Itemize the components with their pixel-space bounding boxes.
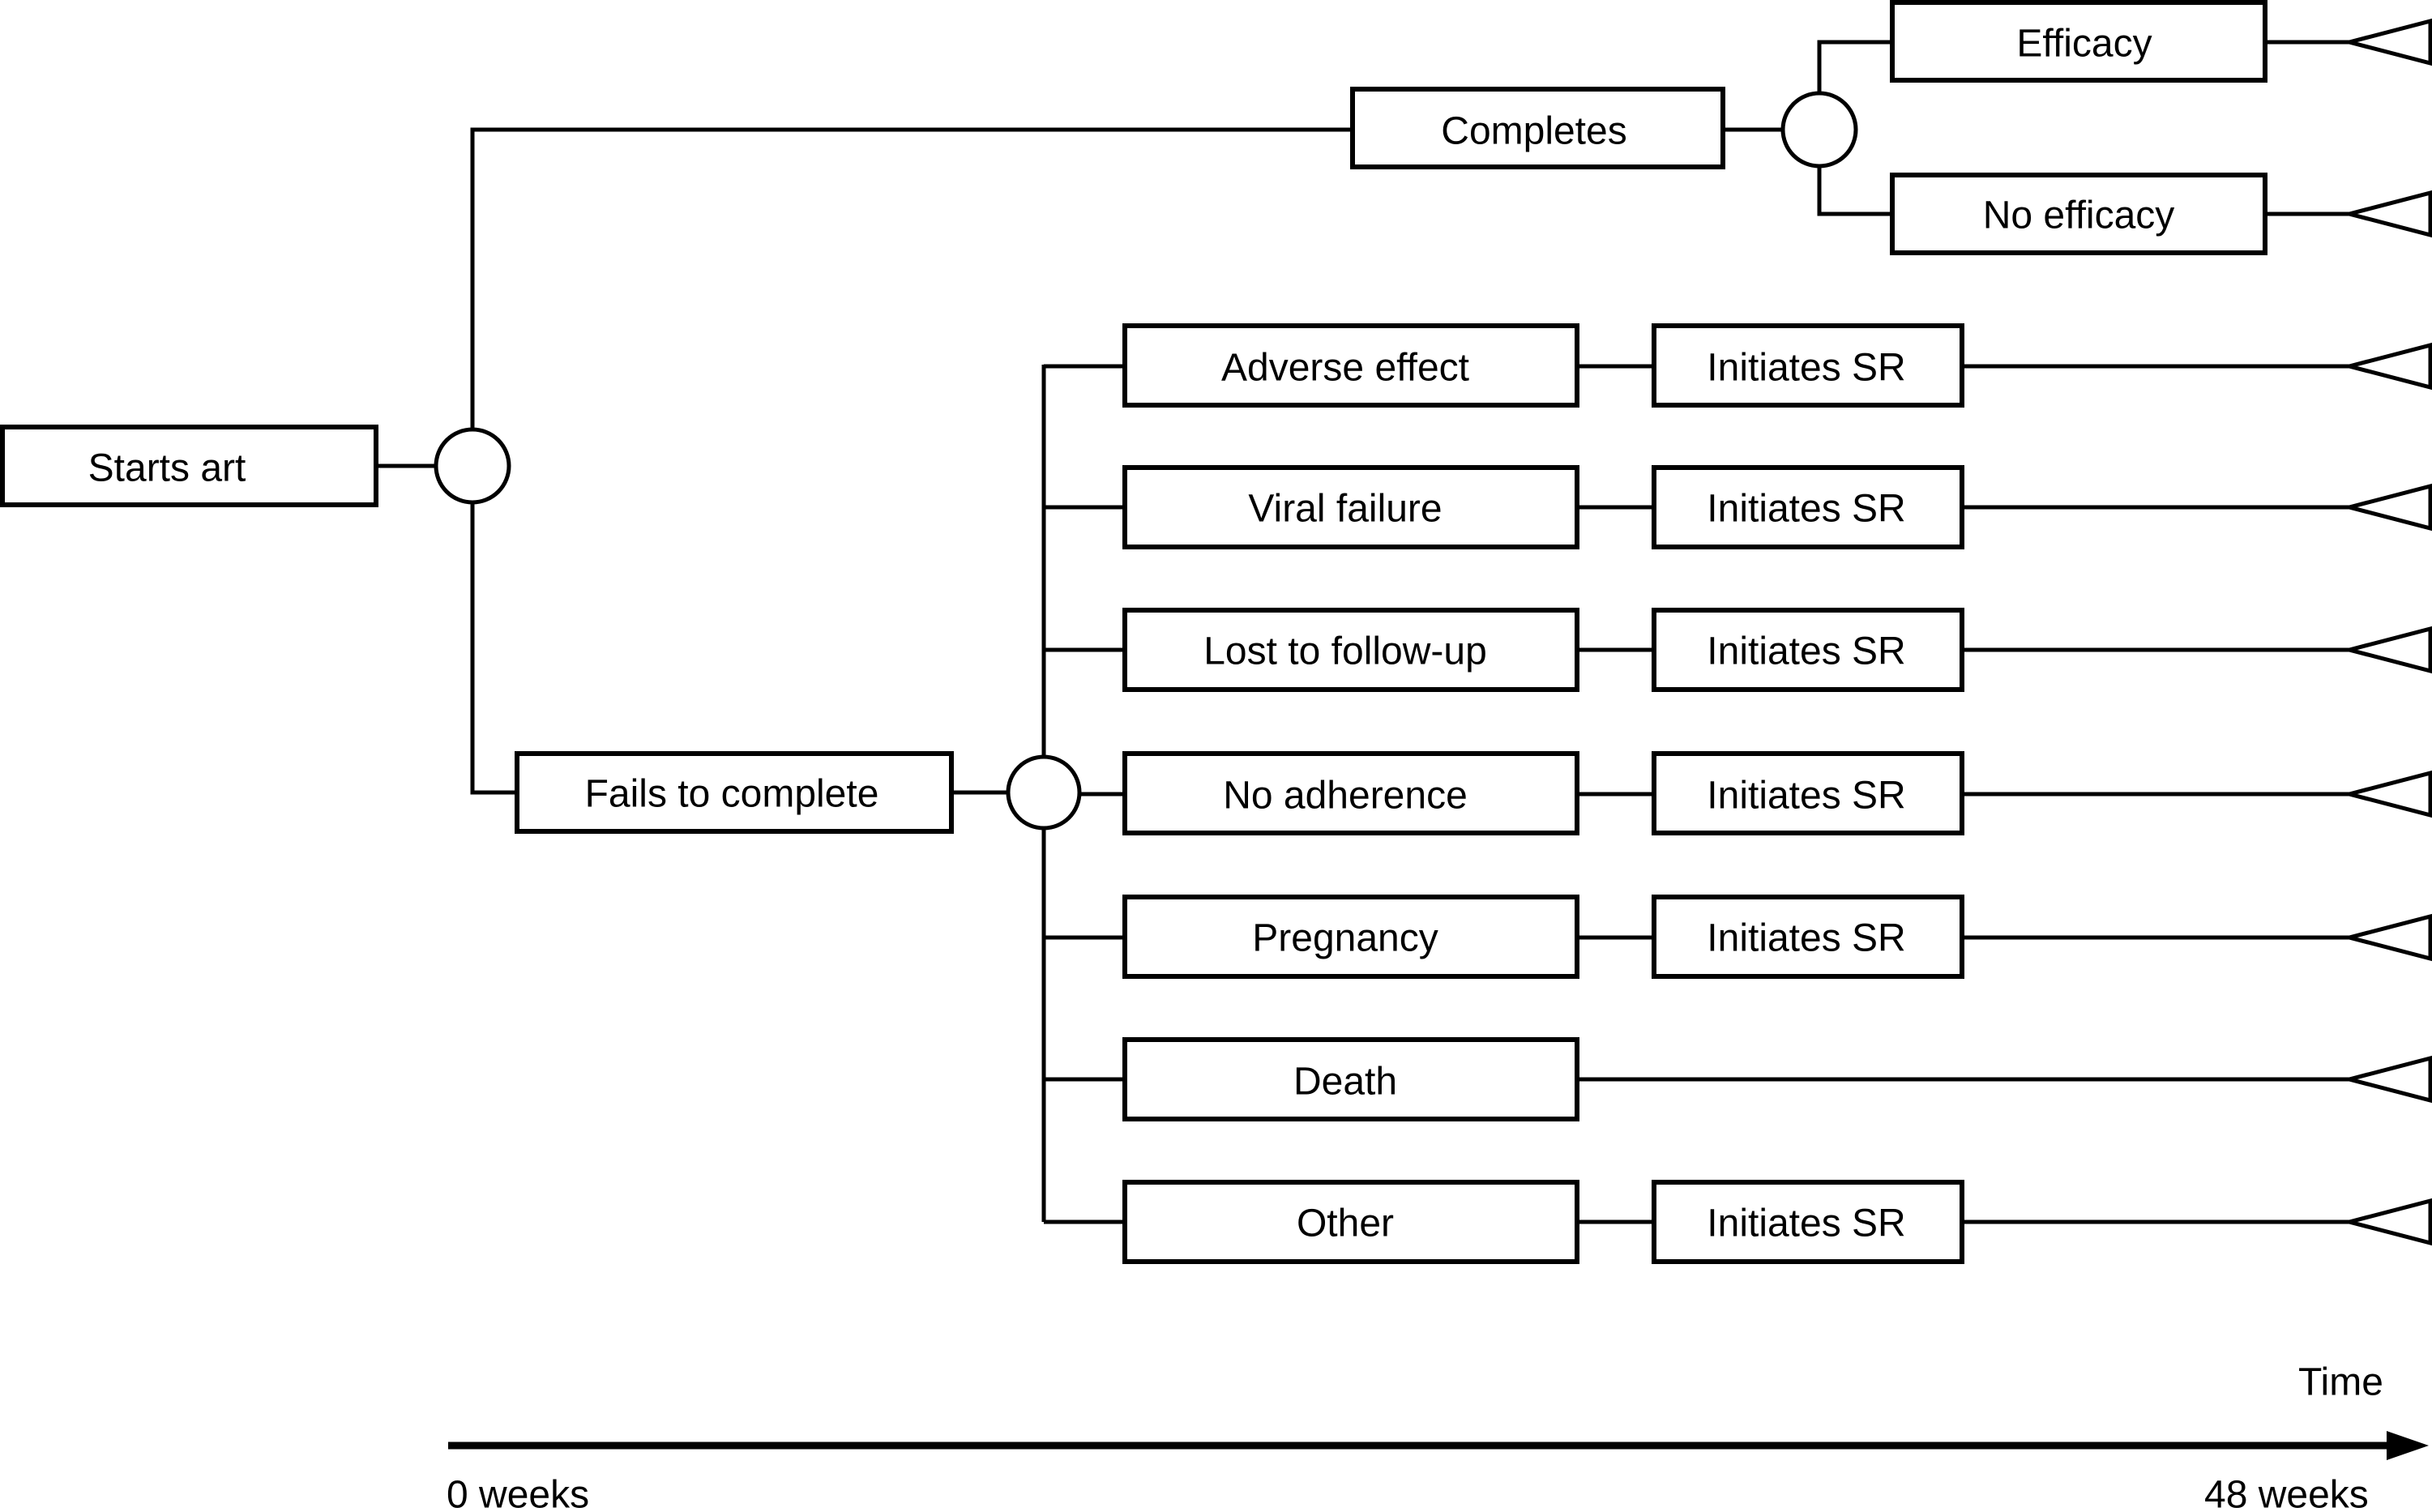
node-initiates-sr-lost: Initiates SR <box>1652 608 1964 692</box>
node-viral-failure: Viral failure <box>1122 465 1579 549</box>
node-initiates-sr-other-label: Initiates SR <box>1707 1202 1905 1245</box>
node-initiates-sr-adverse: Initiates SR <box>1652 323 1964 408</box>
node-death: Death <box>1122 1037 1579 1121</box>
node-fails-to-complete: Fails to complete <box>515 751 954 834</box>
chance-node-root <box>434 427 511 505</box>
node-initiates-sr-pregnancy: Initiates SR <box>1652 895 1964 979</box>
connector-fails <box>470 502 517 795</box>
node-no-adherence: No adherence <box>1122 751 1579 835</box>
terminal-node-no-efficacy <box>2341 190 2432 238</box>
terminal-node-pregnancy <box>2341 913 2432 962</box>
chance-node-fails <box>1006 754 1082 831</box>
node-fails-to-complete-label: Fails to complete <box>585 773 879 816</box>
time-axis-start: 0 weeks <box>447 1474 589 1512</box>
node-initiates-sr-adverse-label: Initiates SR <box>1707 347 1905 390</box>
time-axis-end: 48 weeks <box>2204 1474 2369 1512</box>
node-other-label: Other <box>1297 1202 1394 1245</box>
node-no-efficacy-label: No efficacy <box>1983 194 2175 237</box>
connector-completes <box>470 127 1353 429</box>
node-pregnancy-label: Pregnancy <box>1252 917 1438 960</box>
node-initiates-sr-viral: Initiates SR <box>1652 465 1964 549</box>
node-initiates-sr-pregnancy-label: Initiates SR <box>1707 917 1905 960</box>
terminal-node-death <box>2341 1055 2432 1104</box>
node-initiates-sr-lost-label: Initiates SR <box>1707 630 1905 673</box>
node-efficacy-label: Efficacy <box>2016 23 2152 66</box>
node-lost-to-follow-up: Lost to follow-up <box>1122 608 1579 692</box>
terminal-node-other <box>2341 1198 2432 1246</box>
connector-efficacy <box>1817 40 1892 96</box>
node-initiates-sr-adherence-label: Initiates SR <box>1707 775 1905 818</box>
time-axis-arrow-icon <box>2387 1431 2429 1460</box>
node-efficacy: Efficacy <box>1890 0 2267 83</box>
terminal-node-adverse <box>2341 342 2432 391</box>
terminal-node-viral <box>2341 483 2432 532</box>
node-initiates-sr-viral-label: Initiates SR <box>1707 488 1905 531</box>
node-lost-to-follow-up-label: Lost to follow-up <box>1203 630 1487 673</box>
terminal-node-efficacy <box>2341 18 2432 66</box>
node-death-label: Death <box>1293 1061 1397 1104</box>
node-pregnancy: Pregnancy <box>1122 895 1579 979</box>
chance-node-completes <box>1780 91 1858 169</box>
node-viral-failure-label: Viral failure <box>1248 488 1442 531</box>
terminal-node-lost <box>2341 626 2432 674</box>
node-other: Other <box>1122 1180 1579 1264</box>
node-adverse-effect-label: Adverse effect <box>1221 347 1469 390</box>
connector-no-efficacy <box>1817 164 1892 216</box>
node-completes: Completes <box>1350 87 1725 169</box>
node-completes-label: Completes <box>1441 110 1626 153</box>
node-initiates-sr-adherence: Initiates SR <box>1652 751 1964 835</box>
node-no-efficacy: No efficacy <box>1890 173 2267 255</box>
node-no-adherence-label: No adherence <box>1223 775 1468 818</box>
node-starts-art-label: Starts art <box>88 447 246 490</box>
terminal-node-adherence <box>2341 770 2432 818</box>
time-axis-title: Time <box>2298 1361 2383 1404</box>
node-starts-art: Starts art <box>0 425 378 507</box>
node-initiates-sr-other: Initiates SR <box>1652 1180 1964 1264</box>
node-adverse-effect: Adverse effect <box>1122 323 1579 408</box>
